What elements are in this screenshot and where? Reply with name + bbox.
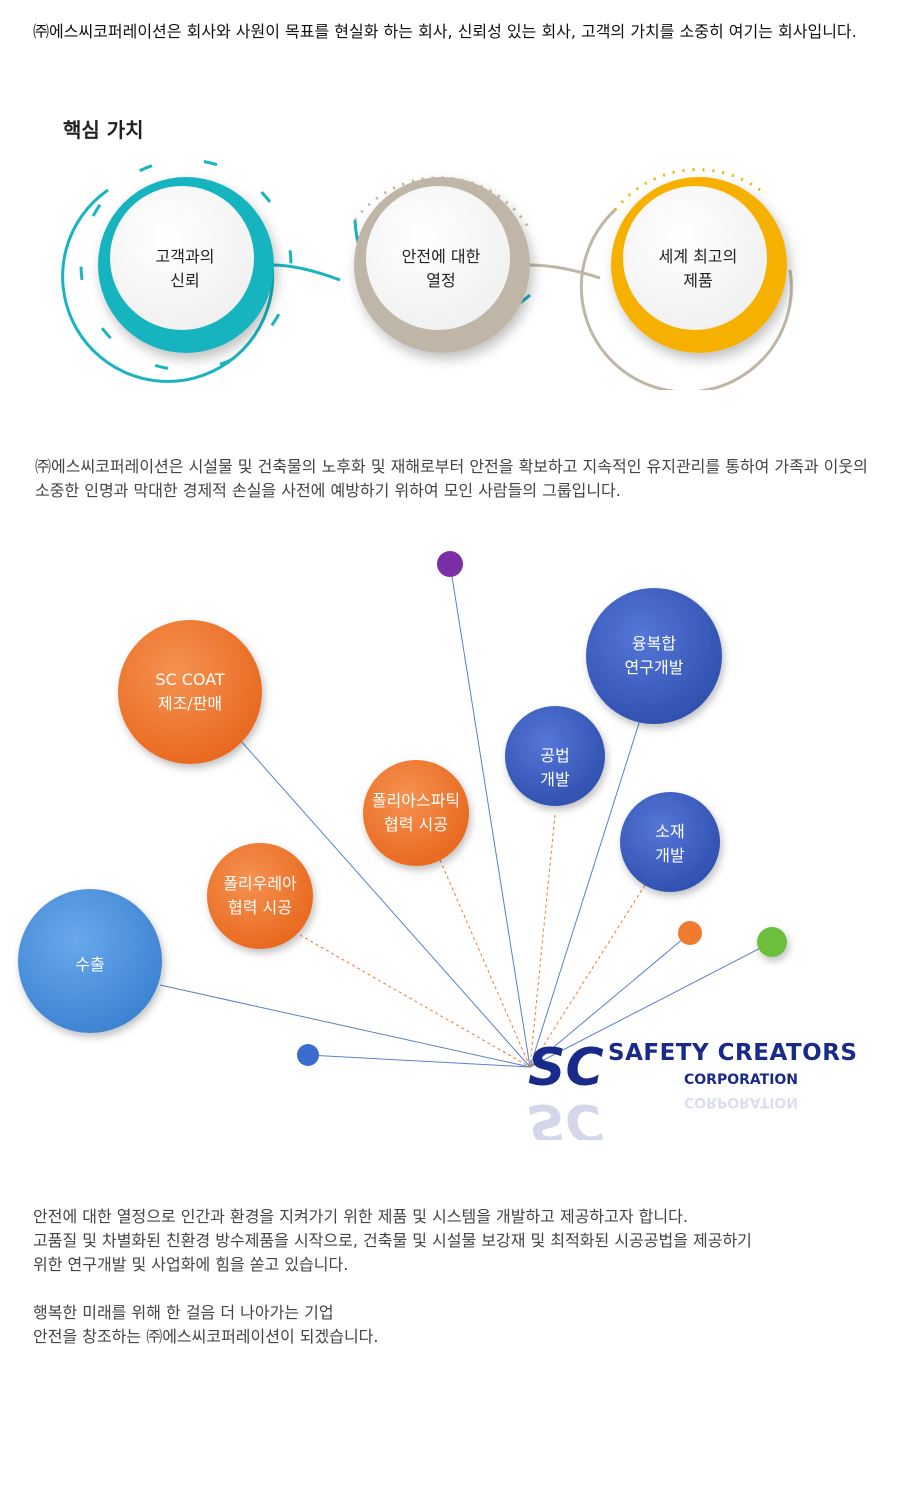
bubble-label-line: 개발 — [540, 770, 570, 789]
outro-line: 위한 연구개발 및 사업화에 힘을 쏟고 있습니다. — [33, 1255, 349, 1274]
bubble-polyaspartic — [363, 760, 469, 866]
outro-text: 안전에 대한 열정으로 인간과 환경을 지켜가기 위한 제품 및 시스템을 개발… — [33, 1205, 883, 1349]
bubble-label-line: 공법 — [540, 746, 570, 765]
bubble-label-line: 소재 — [655, 822, 685, 841]
bubble-polyurea — [207, 843, 313, 949]
value-label-line: 안전에 대한 — [401, 247, 481, 266]
bubble-material — [620, 792, 720, 892]
value-label-product: 세계 최고의 제품 — [623, 245, 773, 293]
line-research — [529, 719, 641, 1068]
bubble-label-method: 공법 개발 — [495, 744, 615, 792]
bubble-research — [586, 588, 722, 724]
bubble-label-line: 수출 — [75, 955, 105, 974]
dot-green — [757, 927, 787, 957]
core-values-diagram — [61, 158, 793, 390]
logo-mark-text: SC — [528, 1038, 604, 1098]
value-circle-product — [579, 168, 793, 390]
bubble-label-research: 융복합 연구개발 — [594, 632, 714, 680]
line-polyurea — [299, 934, 531, 1068]
value-circle-passion — [353, 176, 532, 353]
logo-subtitle-reflection: CORPORATION — [684, 1094, 799, 1110]
intro-text: ㈜에스씨코퍼레이션은 회사와 사원이 목표를 현실화 하는 회사, 신뢰성 있는… — [33, 22, 857, 41]
bubble-label-line: 폴리우레아 — [223, 874, 297, 893]
bubble-label-line: SC COAT — [155, 670, 225, 689]
bubble-label-polyaspartic: 폴리아스파틱 협력 시공 — [356, 789, 476, 837]
logo-mark-reflection: SC — [528, 1092, 604, 1140]
line-green — [529, 941, 773, 1068]
line-export — [159, 984, 531, 1068]
value-label-line: 제품 — [683, 271, 713, 290]
outro-spacer — [33, 1277, 883, 1301]
bubble-sc-coat — [118, 620, 262, 764]
outro-line: 고품질 및 차별화된 친환경 방수제품을 시작으로, 건축물 및 시설물 보강재… — [33, 1231, 752, 1250]
outro-line: 안전에 대한 열정으로 인간과 환경을 지켜가기 위한 제품 및 시스템을 개발… — [33, 1207, 688, 1226]
logo-subtitle: CORPORATION — [684, 1072, 799, 1088]
core-values-title: 핵심 가치 — [63, 118, 144, 142]
line-sc-coat — [239, 739, 531, 1068]
value-label-passion: 안전에 대한 열정 — [366, 245, 516, 293]
bubble-label-line: 융복합 — [631, 634, 677, 653]
value-label-line: 열정 — [426, 271, 456, 290]
description-text: ㈜에스씨코퍼레이션은 시설물 및 건축물의 노후화 및 재해로부터 안전을 확보… — [35, 457, 868, 500]
business-network-diagram: SC SC — [18, 551, 787, 1140]
line-small-orange — [529, 932, 691, 1068]
bubble-label-export: 수출 — [30, 953, 150, 977]
dot-blue — [297, 1044, 319, 1066]
outro-line: 안전을 창조하는 ㈜에스씨코퍼레이션이 되겠습니다. — [33, 1327, 379, 1346]
bubble-label-line: 협력 시공 — [228, 898, 292, 917]
bubble-label-line: 제조/판매 — [157, 694, 223, 713]
bubble-label-line: 폴리아스파틱 — [371, 791, 461, 810]
value-label-line: 고객과의 — [155, 247, 215, 266]
bubble-label-polyurea: 폴리우레아 협력 시공 — [200, 872, 320, 920]
value-label-trust: 고객과의 신뢰 — [110, 245, 260, 293]
bubble-label-sc-coat: SC COAT 제조/판매 — [130, 668, 250, 716]
line-small-blue — [307, 1054, 531, 1068]
outro-line: 행복한 미래를 위해 한 걸음 더 나아가는 기업 — [33, 1303, 334, 1322]
value-label-line: 신뢰 — [170, 271, 200, 290]
bubble-label-line: 개발 — [655, 846, 685, 865]
value-circle-trust — [61, 158, 293, 383]
line-polyaspartic — [439, 859, 531, 1068]
bubble-label-line: 연구개발 — [624, 658, 684, 677]
line-method — [529, 814, 556, 1068]
dot-purple — [437, 551, 463, 577]
bubble-method — [505, 706, 605, 806]
connector-2-3 — [529, 263, 601, 280]
value-label-line: 세계 최고의 — [658, 247, 738, 266]
connector-1-2 — [271, 263, 341, 282]
bubble-label-line: 협력 시공 — [384, 815, 448, 834]
sc-logo-mark: SC SC — [528, 1038, 604, 1140]
bubble-label-material: 소재 개발 — [610, 820, 730, 868]
bubble-export — [18, 889, 162, 1033]
line-purple — [449, 563, 531, 1068]
dot-orange — [678, 921, 702, 945]
logo-title: SAFETY CREATORS — [608, 1040, 858, 1066]
